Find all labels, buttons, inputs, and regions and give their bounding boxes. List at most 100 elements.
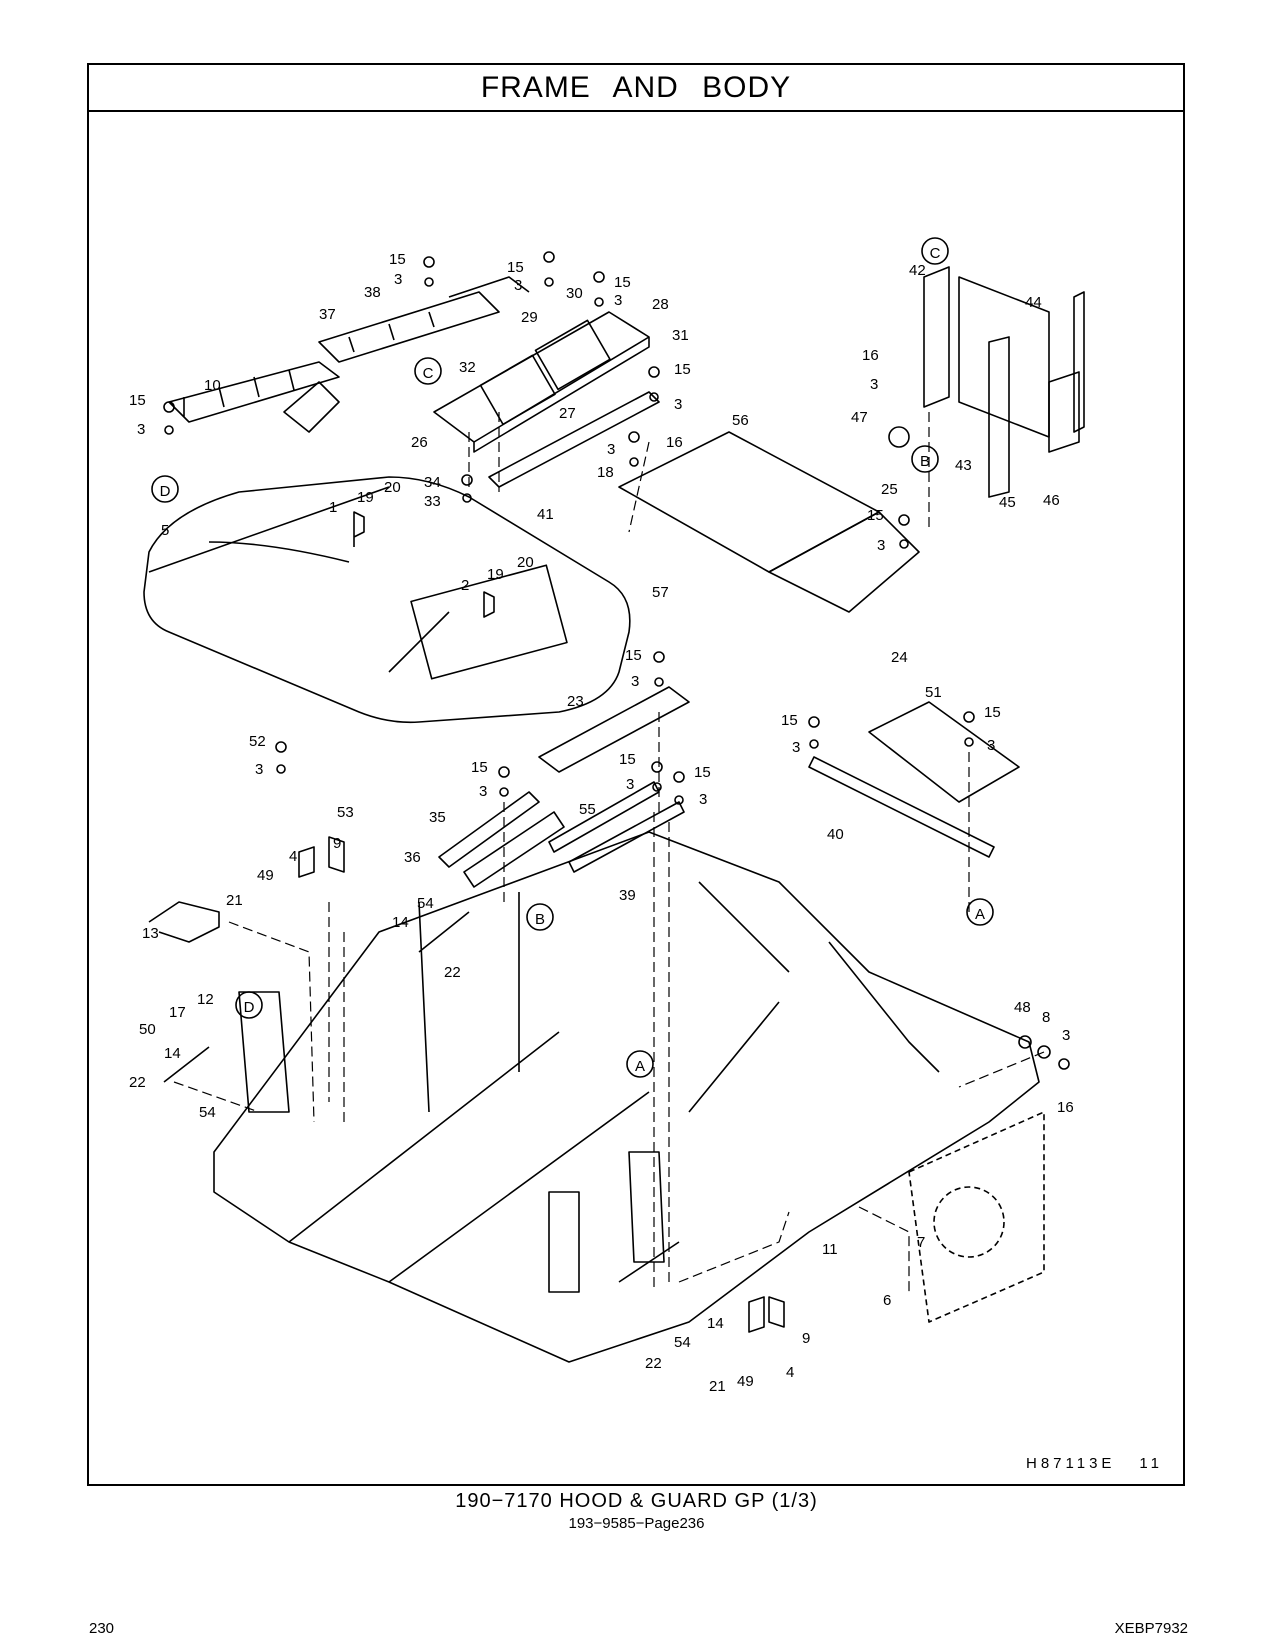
bracket-41 xyxy=(488,391,660,488)
svg-text:31: 31 xyxy=(672,327,689,344)
svg-text:54: 54 xyxy=(674,1334,691,1351)
strip-55 xyxy=(548,781,660,853)
svg-text:20: 20 xyxy=(517,554,534,571)
svg-text:56: 56 xyxy=(732,412,749,429)
svg-text:54: 54 xyxy=(199,1104,216,1121)
svg-text:38: 38 xyxy=(364,284,381,301)
svg-text:15: 15 xyxy=(389,251,406,268)
svg-text:15: 15 xyxy=(507,259,524,276)
svg-text:18: 18 xyxy=(597,464,614,481)
callout-letters: C C D B B A D A xyxy=(160,245,985,1075)
svg-text:13: 13 xyxy=(142,925,159,942)
strip-39 xyxy=(568,801,685,873)
svg-text:9: 9 xyxy=(333,835,341,852)
hood-shape xyxy=(143,476,631,724)
svg-text:3: 3 xyxy=(699,791,707,808)
svg-text:3: 3 xyxy=(631,673,639,690)
svg-text:33: 33 xyxy=(424,493,441,510)
svg-text:35: 35 xyxy=(429,809,446,826)
document-id: XEBP7932 xyxy=(1114,1620,1188,1637)
plate-24 xyxy=(768,511,920,613)
plate-23 xyxy=(538,686,690,773)
svg-text:24: 24 xyxy=(891,649,908,666)
svg-text:57: 57 xyxy=(652,584,669,601)
svg-text:15: 15 xyxy=(619,751,636,768)
drawing-code-id: H87113E xyxy=(1025,1455,1116,1472)
group-caption: 190−7170 HOOD & GUARD GP (1/3) xyxy=(455,1490,818,1512)
svg-text:23: 23 xyxy=(567,693,584,710)
svg-text:37: 37 xyxy=(319,306,336,323)
grating-37-38 xyxy=(318,276,530,363)
svg-text:28: 28 xyxy=(652,296,669,313)
svg-text:21: 21 xyxy=(709,1378,726,1395)
group-subcaption: 193−9585−Page236 xyxy=(568,1515,705,1532)
svg-text:1: 1 xyxy=(329,499,337,516)
svg-text:15: 15 xyxy=(694,764,711,781)
svg-text:15: 15 xyxy=(781,712,798,729)
svg-text:5: 5 xyxy=(161,522,169,539)
plate-26 xyxy=(433,311,650,453)
strip-36 xyxy=(463,811,565,888)
handrail-13 xyxy=(148,901,220,943)
svg-text:20: 20 xyxy=(384,479,401,496)
svg-text:14: 14 xyxy=(707,1315,724,1332)
svg-text:3: 3 xyxy=(792,739,800,756)
svg-text:15: 15 xyxy=(625,647,642,664)
callout-B-top: B xyxy=(920,453,930,470)
svg-text:15: 15 xyxy=(471,759,488,776)
svg-text:12: 12 xyxy=(197,991,214,1008)
svg-text:16: 16 xyxy=(666,434,683,451)
svg-text:7: 7 xyxy=(917,1234,925,1251)
svg-text:16: 16 xyxy=(1057,1099,1074,1116)
svg-text:25: 25 xyxy=(881,481,898,498)
callout-D-top: D xyxy=(160,483,171,500)
page-number: 230 xyxy=(89,1620,115,1637)
callout-B: B xyxy=(535,911,545,928)
svg-text:26: 26 xyxy=(411,434,428,451)
svg-text:3: 3 xyxy=(479,783,487,800)
svg-text:22: 22 xyxy=(129,1074,146,1091)
svg-text:4: 4 xyxy=(786,1364,794,1381)
plate-51 xyxy=(868,701,1020,803)
svg-text:48: 48 xyxy=(1014,999,1031,1016)
svg-text:42: 42 xyxy=(909,262,926,279)
svg-text:3: 3 xyxy=(1062,1027,1070,1044)
callout-C-top: C xyxy=(930,245,941,262)
svg-text:40: 40 xyxy=(827,826,844,843)
svg-text:16: 16 xyxy=(862,347,879,364)
svg-text:3: 3 xyxy=(626,776,634,793)
svg-text:15: 15 xyxy=(129,392,146,409)
svg-text:3: 3 xyxy=(674,396,682,413)
callout-A-top: A xyxy=(975,906,985,923)
svg-text:43: 43 xyxy=(955,457,972,474)
svg-text:14: 14 xyxy=(392,914,409,931)
svg-text:15: 15 xyxy=(674,361,691,378)
callout-C: C xyxy=(423,365,434,382)
diagram-frame: FRAME AND BODY xyxy=(87,63,1185,1486)
svg-text:36: 36 xyxy=(404,849,421,866)
svg-text:45: 45 xyxy=(999,494,1016,511)
svg-text:9: 9 xyxy=(802,1330,810,1347)
svg-text:29: 29 xyxy=(521,309,538,326)
svg-text:3: 3 xyxy=(514,277,522,294)
svg-text:27: 27 xyxy=(559,405,576,422)
svg-text:19: 19 xyxy=(487,566,504,583)
svg-text:15: 15 xyxy=(984,704,1001,721)
diagram-title: FRAME AND BODY xyxy=(89,65,1183,112)
svg-text:30: 30 xyxy=(566,285,583,302)
svg-text:14: 14 xyxy=(164,1045,181,1062)
svg-text:32: 32 xyxy=(459,359,476,376)
plate-56 xyxy=(618,431,880,573)
svg-text:2: 2 xyxy=(461,577,469,594)
svg-text:19: 19 xyxy=(357,489,374,506)
side-panel xyxy=(908,1111,1045,1323)
svg-text:39: 39 xyxy=(619,887,636,904)
svg-text:10: 10 xyxy=(204,377,221,394)
svg-text:54: 54 xyxy=(417,895,434,912)
bracket-42-43 xyxy=(923,266,1050,438)
latch-2 xyxy=(483,591,495,618)
svg-text:44: 44 xyxy=(1025,294,1042,311)
svg-text:34: 34 xyxy=(424,474,441,491)
